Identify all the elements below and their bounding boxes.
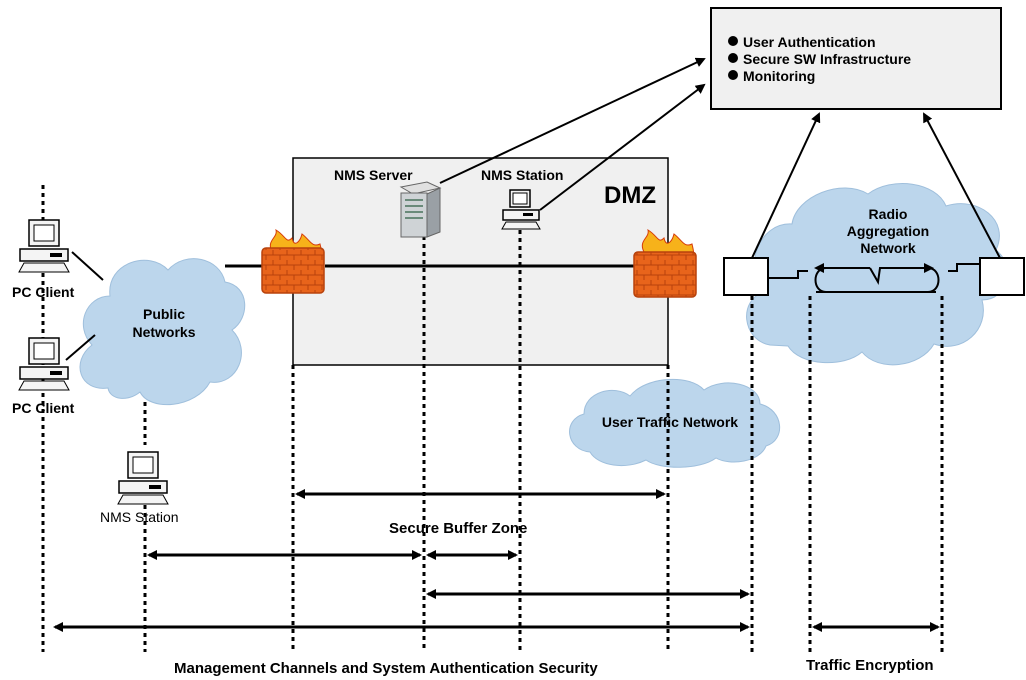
- radio-node-right: [979, 257, 1025, 296]
- info-item-user-authentication: User Authentication: [743, 34, 876, 50]
- public-networks-label-line2: Networks: [132, 324, 195, 340]
- user-traffic-network-cloud: User Traffic Network: [569, 378, 781, 468]
- flame-icon: [641, 228, 694, 257]
- user-traffic-network-label: User Traffic Network: [602, 414, 738, 430]
- link-radio-left: [768, 270, 808, 279]
- arrow-station-to-info: [539, 83, 706, 211]
- pc-client-2-label: PC Client: [12, 400, 75, 416]
- pc-client-1: PC Client: [12, 219, 75, 300]
- computer-icon: [18, 219, 70, 273]
- firewall-icon: [261, 247, 325, 294]
- dmz-label: DMZ: [604, 182, 656, 209]
- firewall-right: [633, 228, 697, 298]
- bullet-icon: [728, 36, 738, 46]
- public-networks-cloud: Public Networks: [79, 258, 246, 406]
- dmz-zone: DMZ: [292, 157, 669, 366]
- radio-network-label-line3: Network: [860, 240, 915, 256]
- nms-station-dmz-label: NMS Station: [481, 167, 563, 183]
- info-box: User Authentication Secure SW Infrastruc…: [710, 7, 1002, 110]
- tunnel-upper-right: [869, 263, 934, 286]
- arrow-radio-right-to-info: [923, 112, 1001, 259]
- arrow-server-to-info: [439, 57, 706, 184]
- nms-server-label: NMS Server: [334, 167, 413, 183]
- firewall-icon: [633, 251, 697, 298]
- connection-lines: [65, 57, 1001, 361]
- public-networks-label-line1: Public: [143, 306, 185, 322]
- nms-server: NMS Server: [334, 167, 442, 238]
- radio-network-label-line1: Radio: [869, 206, 908, 222]
- computer-icon: [117, 451, 169, 505]
- link-pc1-public: [71, 251, 104, 281]
- pc-client-2: PC Client: [12, 337, 75, 416]
- radio-network-label-line2: Aggregation: [847, 223, 929, 239]
- link-pc2-public: [65, 334, 96, 361]
- computer-icon: [18, 337, 70, 391]
- info-item-secure-sw-infrastructure: Secure SW Infrastructure: [743, 51, 911, 67]
- info-item-monitoring: Monitoring: [743, 68, 815, 84]
- nms-station-dmz: NMS Station: [481, 167, 563, 230]
- bullet-icon: [728, 53, 738, 63]
- nms-station-left-label: NMS Station: [100, 509, 179, 525]
- traffic-encryption-label: Traffic Encryption: [806, 657, 934, 674]
- server-icon: [399, 181, 442, 238]
- bullet-icon: [728, 70, 738, 80]
- range-arrows: [53, 489, 940, 632]
- secure-buffer-zone-label: Secure Buffer Zone: [389, 520, 527, 537]
- nms-station-left: NMS Station: [100, 451, 179, 525]
- management-channels-label: Management Channels and System Authentic…: [174, 660, 598, 677]
- radio-node-left: [723, 257, 769, 296]
- link-radio-right: [948, 263, 980, 272]
- pc-client-1-label: PC Client: [12, 284, 75, 300]
- computer-icon: [501, 189, 541, 230]
- radio-aggregation-cloud: Radio Aggregation Network: [746, 183, 1008, 366]
- arrow-radio-left-to-info: [751, 112, 821, 259]
- firewall-left: [261, 228, 325, 294]
